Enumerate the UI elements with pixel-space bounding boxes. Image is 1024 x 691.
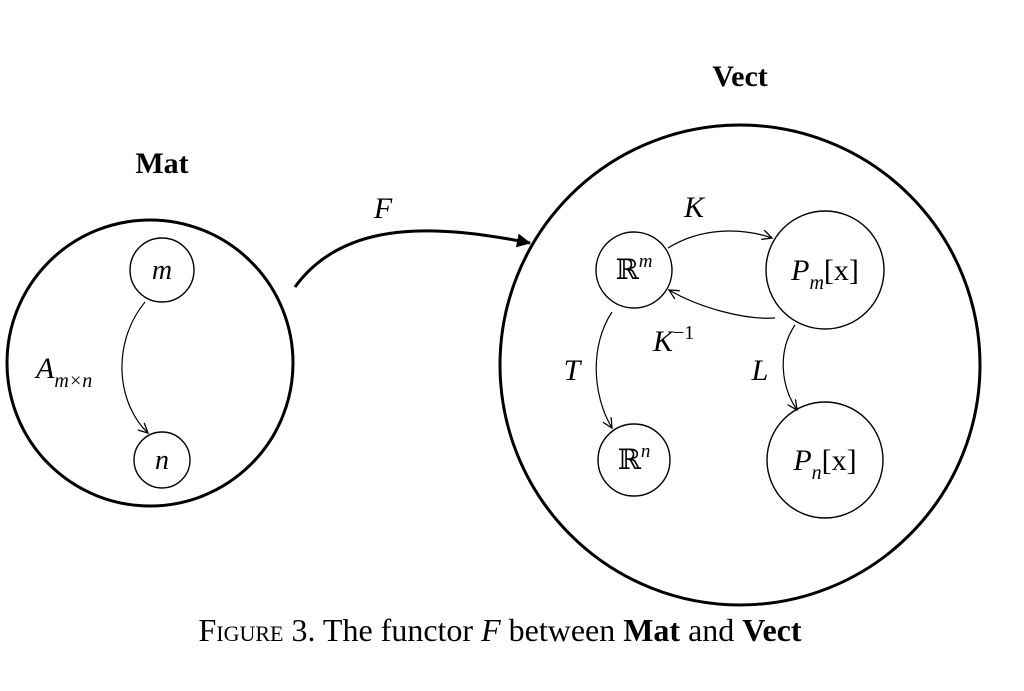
caption-mat: Mat [623, 612, 681, 648]
vect-node-rn-base: ℝ [618, 445, 642, 476]
vect-node-rm-base: ℝ [615, 255, 639, 286]
vect-arrow-t [595, 311, 612, 428]
mat-arrow-a-sub: m×n [54, 370, 92, 392]
vect-node-pm-base: P [790, 254, 809, 287]
functor-label: F [373, 192, 393, 225]
vect-node-rn-sup: n [641, 441, 651, 462]
caption-and: and [680, 612, 743, 648]
vect-node-rn-label: ℝn [618, 441, 651, 476]
vect-arrow-k-label: K [683, 191, 706, 224]
vect-node-rn [597, 423, 671, 497]
vect-node-pm-rest: [x] [824, 254, 859, 287]
vect-arrow-k [667, 231, 772, 249]
vect-node-pn-sub: n [812, 462, 822, 484]
vect-arrow-kinv-base: K [652, 325, 675, 358]
caption-figure-number: Figure 3. [198, 612, 316, 648]
vect-arrow-l-label: L [751, 354, 769, 387]
mat-arrow-a-label: Am×n [34, 352, 92, 392]
mat-node-n [133, 431, 191, 489]
vect-title: Vect [712, 60, 768, 93]
vect-node-pn [766, 401, 884, 519]
mat-node-m-label: m [152, 255, 172, 286]
vect-node-rm-label: ℝm [615, 251, 652, 286]
vect-node-rm-sup: m [639, 251, 653, 272]
mat-node-m [129, 237, 195, 303]
mat-arrow-a [121, 301, 148, 433]
caption-text-between: between [500, 612, 624, 648]
caption-vect: Vect [742, 612, 802, 648]
vect-arrow-l [782, 324, 797, 410]
caption-functor: F [481, 612, 501, 648]
vect-node-pm [765, 210, 885, 330]
vect-circle [498, 123, 982, 607]
vect-node-pn-label: Pn[x] [792, 444, 856, 484]
figure-caption: Figure 3. The functor F between Mat and … [0, 612, 1000, 649]
vect-arrow-kinv [669, 290, 776, 319]
vect-node-pn-base: P [792, 444, 811, 477]
vect-node-pn-rest: [x] [822, 444, 857, 477]
vect-node-pm-sub: m [809, 272, 823, 294]
mat-arrow-a-base: A [34, 352, 55, 385]
vect-arrow-t-label: T [564, 354, 583, 387]
functor-arrow [293, 229, 531, 288]
vect-arrow-kinv-sup: −1 [673, 322, 694, 344]
vect-node-pm-label: Pm[x] [790, 254, 859, 294]
mat-title: Mat [135, 147, 188, 180]
vect-arrow-kinv-label: K−1 [652, 322, 694, 358]
mat-node-n-label: n [155, 445, 169, 476]
vect-node-rm [595, 231, 673, 309]
mat-circle [5, 218, 295, 508]
caption-text-before: The functor [322, 612, 482, 648]
